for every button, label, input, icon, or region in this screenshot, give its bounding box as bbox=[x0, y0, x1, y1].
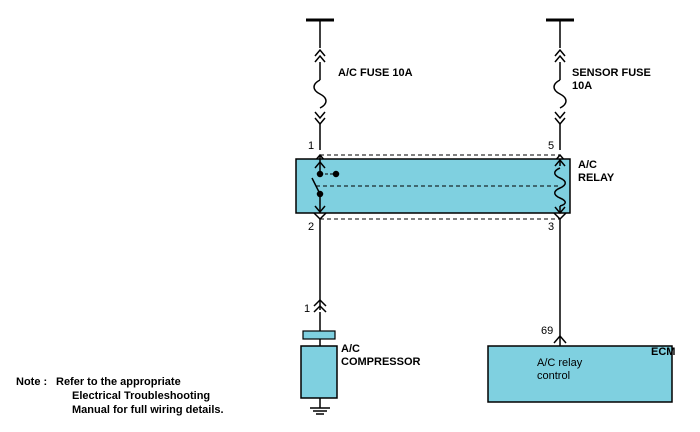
relay-box bbox=[295, 158, 571, 214]
note-line2: Electrical Troubleshooting bbox=[72, 390, 211, 402]
ecm-wire bbox=[553, 212, 567, 346]
relay-label-line2: RELAY bbox=[578, 172, 615, 184]
relay-pin-5: 5 bbox=[548, 140, 555, 152]
compressor-body bbox=[300, 345, 338, 399]
compressor-wire bbox=[313, 212, 327, 331]
relay-pin-2: 2 bbox=[308, 221, 315, 233]
ecm-pin-69: 69 bbox=[541, 325, 554, 337]
ecm-text-line2: control bbox=[537, 370, 571, 382]
ground-symbol bbox=[310, 398, 330, 415]
compressor-label-line2: COMPRESSOR bbox=[341, 356, 421, 368]
relay-pin-3: 3 bbox=[548, 221, 555, 233]
relay-pin-1: 1 bbox=[308, 140, 315, 152]
ecm-text-line1: A/C relay bbox=[537, 357, 583, 369]
ecm-label: ECM bbox=[651, 346, 676, 358]
relay-internals bbox=[311, 158, 566, 215]
compressor-label-line1: A/C bbox=[341, 343, 360, 355]
sensor-fuse-label-line2: 10A bbox=[572, 80, 593, 92]
compressor-pin-1: 1 bbox=[304, 303, 311, 315]
note-line3: Manual for full wiring details. bbox=[72, 404, 224, 416]
sensor-fuse-label-line1: SENSOR FUSE bbox=[572, 67, 651, 79]
relay-label-line1: A/C bbox=[578, 159, 597, 171]
note-line1: Refer to the appropriate bbox=[56, 376, 181, 388]
note-prefix: Note : bbox=[16, 376, 48, 388]
ecm-box bbox=[487, 345, 673, 403]
compressor-clutch bbox=[302, 330, 336, 340]
ac-fuse-label: A/C FUSE 10A bbox=[338, 67, 413, 79]
